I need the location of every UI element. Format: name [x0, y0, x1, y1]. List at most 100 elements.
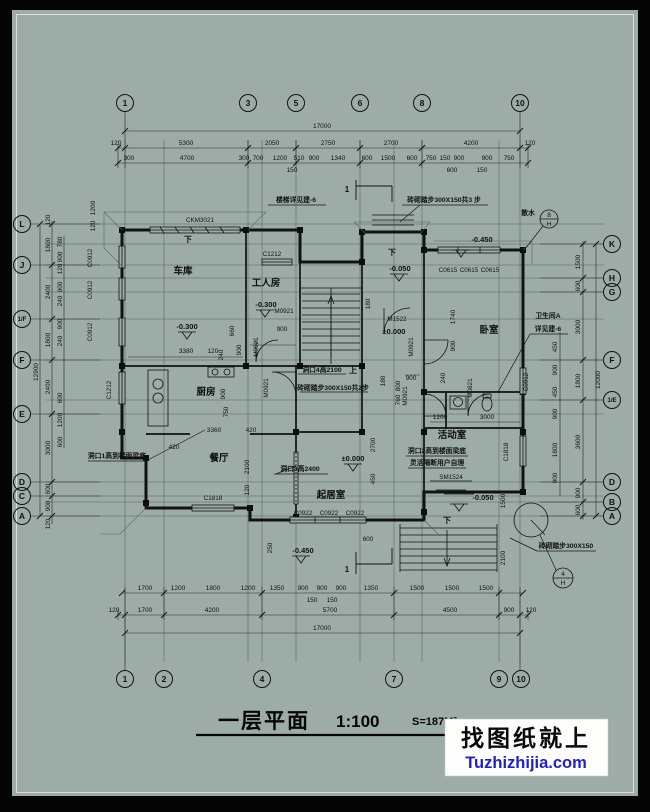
axis-right: H [609, 273, 615, 283]
room-labels: 车库 工人房 厨房 餐厅 起居室 卧室 活动室 [173, 265, 499, 501]
dim: 600 [575, 280, 582, 291]
note-bath-ref: 详见建-6 [535, 324, 562, 333]
dim: 700 [253, 155, 264, 162]
dim: 150 [307, 597, 318, 604]
door-m0921-hall [423, 339, 449, 365]
dim: 120 [45, 518, 52, 529]
stair-up-arrow [327, 294, 335, 358]
annotations: 楼梯详见建-6 砖砌踏步300X150共3 步 散水 8 H 卫生间A 详见建-… [88, 195, 596, 589]
dim: 1700 [138, 585, 153, 592]
level-porch: -0.050 [389, 264, 410, 273]
dim: 240 [57, 335, 64, 346]
code-m0921: M0921 [253, 337, 260, 357]
dim: 150 [287, 167, 298, 174]
border-right [638, 0, 650, 812]
dim: 800 [395, 380, 402, 391]
dim: 510 [294, 155, 305, 162]
inner-frame-light [16, 14, 634, 793]
dim: 120 [109, 607, 120, 614]
level-entry: ±0.000 [383, 327, 406, 336]
dim: 1800 [552, 442, 559, 457]
dim: 900 [454, 155, 465, 162]
dim: 900 [406, 375, 417, 382]
note-steps1: 砖砌踏步300X150 [539, 541, 594, 550]
door-m0921-kitchen [271, 371, 297, 397]
dim: 1200 [433, 414, 448, 421]
dim: 1500 [500, 493, 507, 508]
dim: 900 [504, 607, 515, 614]
dim: 5300 [179, 140, 194, 147]
level-markers: -0.300 -0.300 -0.050 -0.450 ±0.000 ±0.00… [176, 235, 494, 564]
note-apron: 散水 [521, 208, 535, 217]
code-m0921: M0921 [408, 337, 415, 357]
dim: 1500 [445, 585, 460, 592]
axis-left: L [19, 219, 24, 229]
dim: 240 [57, 295, 64, 306]
dim: 780 [57, 236, 64, 247]
dim: 5700 [323, 607, 338, 614]
axis-top: 10 [515, 98, 525, 108]
dim: 4500 [443, 607, 458, 614]
dim: 120 [244, 484, 251, 495]
code-m0921: M0921 [402, 386, 409, 406]
dim: 4200 [464, 140, 479, 147]
door-m0921-worker [255, 339, 279, 363]
note-stair-ref: 楼梯详见建-6 [276, 195, 316, 204]
note-open1: 洞口1高到楼面梁底 [88, 451, 146, 460]
watermark: 找图纸就上 Tuzhizhijia.com [444, 718, 609, 777]
axis-bottom: 4 [260, 674, 265, 684]
dim: 2700 [384, 140, 399, 147]
dim: 450 [552, 341, 559, 352]
fixtures [147, 366, 493, 427]
dim: 4200 [205, 607, 220, 614]
dim: 1740 [450, 309, 457, 324]
dim: 1200 [273, 155, 288, 162]
level-living: ±0.000 [342, 454, 365, 463]
note-steps3: 砖砌踏步300X150共3 步 [407, 195, 481, 204]
dim: 180 [380, 375, 387, 386]
dim: 900 [57, 251, 64, 262]
axis-top: 5 [294, 98, 299, 108]
dim: 1800 [206, 585, 221, 592]
axis-bubble-labels: 1 3 5 6 8 10 1 2 4 7 9 10 L J 1/F F E D … [18, 98, 617, 684]
dim: 120 [45, 214, 52, 225]
dim: 3600 [575, 434, 582, 449]
dim: 2400 [45, 379, 52, 394]
dim: 600 [447, 167, 458, 174]
axis-top: 6 [358, 98, 363, 108]
level-worker: -0.300 [255, 300, 276, 309]
watermark-url: Tuzhizhijia.com [465, 754, 587, 772]
dim: 2100 [244, 459, 251, 474]
detail-leader [530, 519, 546, 536]
border-bottom [0, 796, 650, 812]
dim: 1200 [241, 585, 256, 592]
section-marks: 1 1 [345, 180, 393, 574]
dim: 600 [57, 392, 64, 403]
code-c1818: C1818 [503, 442, 510, 461]
dim: 1200 [90, 200, 97, 215]
dim: 1500 [575, 254, 582, 269]
dim: 250 [267, 542, 274, 553]
room-worker: 工人房 [252, 277, 281, 289]
note-open4: 洞口4高2100 [302, 365, 342, 374]
code-c0615: C0615 [460, 267, 479, 274]
dim-right-total: 12000 [595, 371, 602, 389]
dim: 900 [575, 487, 582, 498]
axis-top: 1 [123, 98, 128, 108]
axis-top: 8 [420, 98, 425, 108]
dim: 150 [440, 155, 451, 162]
dim: 300 [239, 155, 250, 162]
dim: 1200 [171, 585, 186, 592]
dim: 750 [426, 155, 437, 162]
note-open2a: 洞口2高到楼面梁底 [408, 446, 466, 455]
dim: 3360 [207, 427, 222, 434]
level-terrace: -0.050 [472, 493, 493, 502]
dim: 600 [575, 504, 582, 515]
dim: 3000 [575, 319, 582, 334]
dim-bottom-total: 17000 [313, 625, 331, 632]
door-sm1524-sliding [436, 489, 474, 495]
dim: 900 [57, 281, 64, 292]
dim: 2050 [265, 140, 280, 147]
